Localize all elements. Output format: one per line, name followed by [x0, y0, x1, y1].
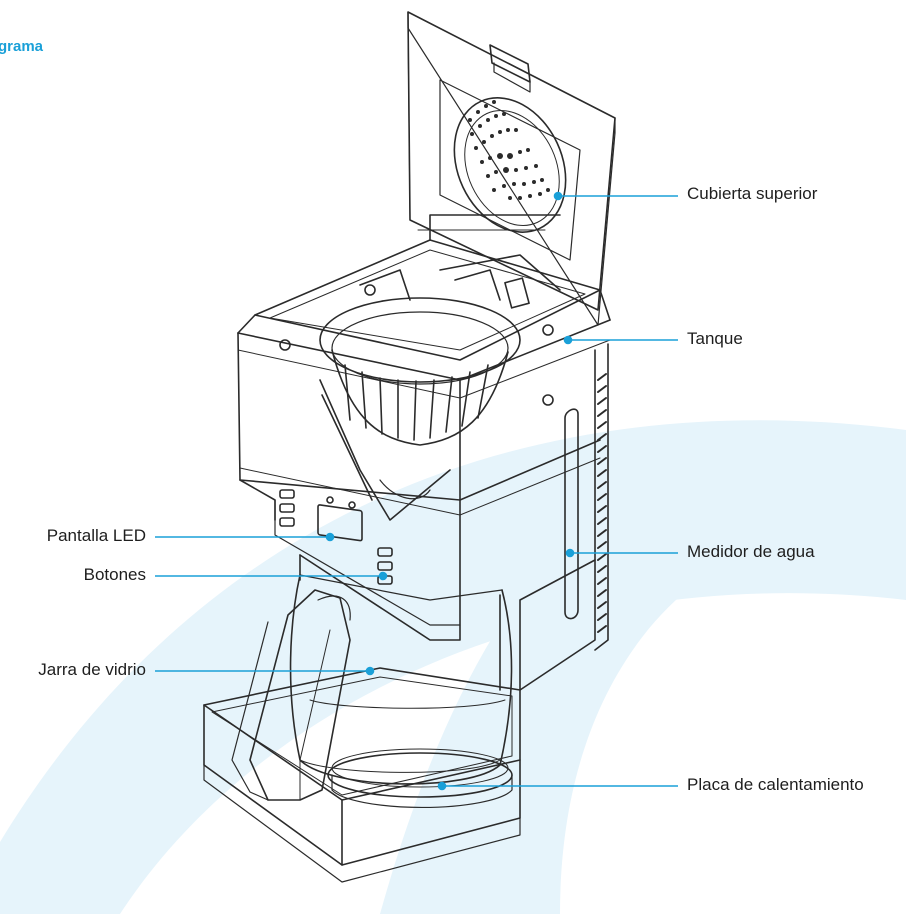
- label-top-cover: Cubierta superior: [687, 184, 818, 203]
- callout-top-cover: [553, 191, 678, 201]
- main-body: [237, 319, 611, 641]
- side-vents: [597, 373, 607, 633]
- callout-lines: [155, 191, 678, 791]
- showerhead-holes: [468, 100, 550, 200]
- page-heading: grama: [0, 38, 44, 55]
- label-buttons: Botones: [83, 565, 146, 584]
- label-led-display: Pantalla LED: [46, 526, 146, 545]
- background-arcs: [0, 420, 906, 914]
- label-glass-carafe: Jarra de vidrio: [38, 660, 146, 679]
- label-warming-plate: Placa de calentamiento: [687, 775, 864, 794]
- base-tray: [203, 667, 521, 883]
- callout-warming-plate: [437, 781, 678, 791]
- rear-column: [499, 343, 609, 691]
- water-gauge-window: [564, 408, 579, 620]
- filter-basket: [319, 297, 521, 521]
- top-cover-lid: [407, 11, 616, 326]
- callout-led-display: [155, 532, 335, 542]
- callout-water-gauge: [565, 548, 678, 558]
- tank-opening: [237, 214, 611, 406]
- label-tank: Tanque: [687, 329, 743, 348]
- label-water-gauge: Medidor de agua: [687, 542, 815, 561]
- hinge-internals: [359, 254, 561, 309]
- callout-tank: [563, 335, 678, 345]
- callout-buttons: [155, 571, 388, 581]
- coffee-maker-line-art: [203, 11, 616, 883]
- background-arc-inner: [380, 427, 906, 914]
- callout-glass-carafe: [155, 666, 375, 676]
- glass-carafe: [231, 574, 513, 801]
